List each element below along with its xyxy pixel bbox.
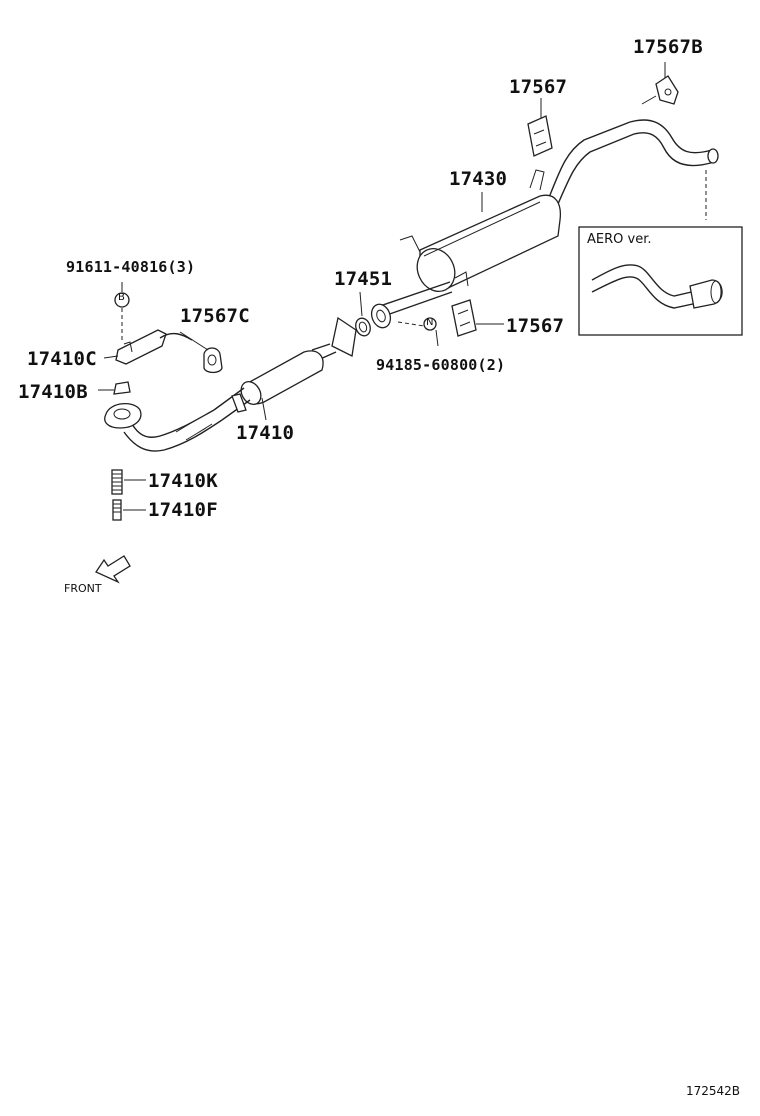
hanger-17567-right bbox=[451, 299, 477, 337]
aero-inset bbox=[578, 226, 743, 336]
label-17567b: 17567B bbox=[633, 36, 703, 58]
spring-17410k bbox=[111, 469, 123, 495]
front-flange bbox=[104, 381, 142, 429]
hanger-17567b bbox=[641, 75, 679, 105]
label-17410f: 17410F bbox=[148, 499, 218, 521]
callout-b: B bbox=[118, 292, 125, 303]
label-17410c: 17410C bbox=[27, 348, 97, 370]
intermediate-pipe bbox=[379, 281, 453, 317]
hanger-17567-top bbox=[527, 115, 553, 157]
front-pipe-converter bbox=[123, 316, 357, 452]
gasket-17451 bbox=[355, 303, 392, 337]
bracket-17410c bbox=[115, 329, 193, 365]
front-arrow-icon bbox=[95, 555, 131, 584]
hanger-17567c bbox=[203, 347, 223, 374]
label-91611-40816: 91611-40816(3) bbox=[66, 258, 196, 276]
label-94185-60800: 94185-60800(2) bbox=[376, 356, 506, 374]
callout-n-circle bbox=[423, 317, 437, 331]
front-label: FRONT bbox=[64, 582, 102, 595]
label-17410: 17410 bbox=[236, 422, 295, 444]
label-17567c: 17567C bbox=[180, 305, 250, 327]
bolt-17410f bbox=[112, 499, 122, 521]
label-17567-right: 17567 bbox=[506, 315, 565, 337]
label-17410k: 17410K bbox=[148, 470, 218, 492]
callout-n: N bbox=[426, 317, 434, 328]
aero-inset-title: AERO ver. bbox=[587, 232, 652, 247]
label-17567-top: 17567 bbox=[509, 76, 568, 98]
diagram-code: 172542B bbox=[686, 1084, 741, 1098]
callout-b-circle bbox=[114, 292, 130, 308]
tail-pipe bbox=[529, 119, 719, 205]
label-17451: 17451 bbox=[334, 268, 393, 290]
label-17430: 17430 bbox=[449, 168, 508, 190]
muffler bbox=[399, 194, 562, 292]
leader-lines bbox=[98, 62, 707, 511]
label-17410b: 17410B bbox=[18, 381, 88, 403]
